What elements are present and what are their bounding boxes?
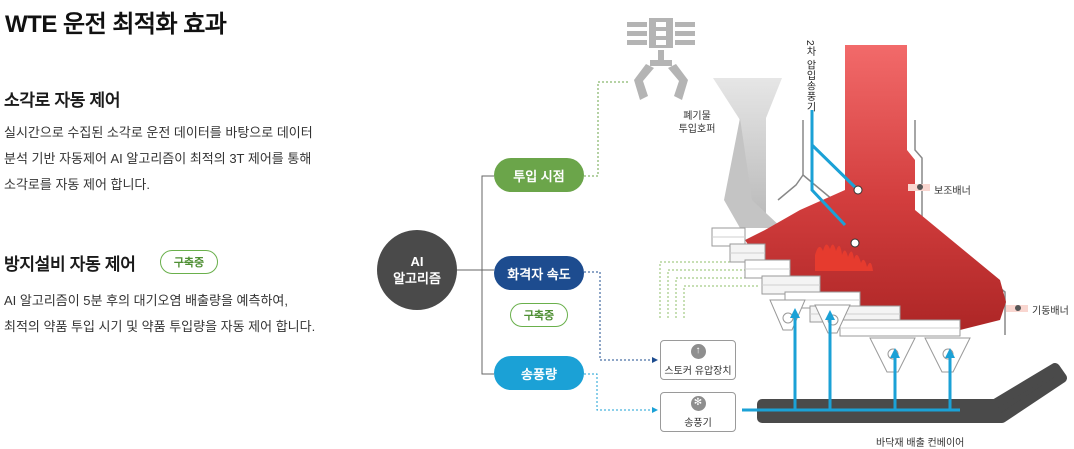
blower-device: ✻ 송풍기 (660, 392, 736, 432)
start-burner-icon (1006, 305, 1028, 312)
nozzle-icons (850, 185, 863, 248)
prevention-section-body: AI 알고리즘이 5분 후의 대기오염 배출량을 예측하여, 최적의 약품 투입… (4, 288, 315, 340)
ai-node-line-2: 알고리즘 (393, 271, 441, 286)
dotted-leaders (584, 81, 760, 411)
ai-algorithm-node: AI 알고리즘 (377, 230, 457, 310)
hopper-label-line-2: 투입호퍼 (678, 124, 716, 135)
stoker-hydraulic-device: ↑ 스토커 유압장치 (660, 340, 736, 380)
incinerator-section-body: 실시간으로 수집된 소각로 운전 데이터를 바탕으로 데이터 분석 기반 자동제… (4, 120, 313, 198)
ai-connector-lines (457, 175, 494, 375)
incinerator-line-3: 소각로를 자동 제어 합니다. (4, 177, 151, 192)
incinerator-line-2: 분석 기반 자동제어 AI 알고리즘이 최적의 3T 제어를 통해 (4, 151, 312, 166)
stoker-label: 스토커 유압장치 (664, 365, 732, 377)
ai-node-line-1: AI (410, 254, 424, 269)
incinerator-line-1: 실시간으로 수집된 소각로 운전 데이터를 바탕으로 데이터 (4, 125, 313, 140)
prevention-status-badge: 구축중 (160, 250, 218, 274)
page-title: WTE 운전 최적화 효과 (5, 11, 227, 38)
blower-label: 송풍기 (684, 417, 712, 429)
furnace-body (745, 45, 1006, 330)
prevention-section-title: 방지설비 자동 제어 (4, 255, 136, 274)
hopper-chute (724, 118, 782, 228)
air-pipes (742, 110, 960, 412)
grate-speed-node: 화격자 속도 (494, 256, 584, 290)
arrowhead-grate (652, 357, 658, 363)
air-volume-node: 송풍량 (494, 356, 584, 390)
start-burner-label: 기동배너 (1032, 306, 1069, 317)
prevention-line-2: 최적의 약품 투입 시기 및 약품 투입량을 자동 제어 합니다. (4, 319, 316, 334)
fan-icon: ✻ (690, 395, 706, 411)
arrow-up-icon: ↑ (690, 343, 706, 359)
aux-burner-icon (908, 184, 930, 191)
conveyor-label: 바닥재 배출 컨베이어 (876, 438, 965, 449)
aux-burner-label: 보조배너 (934, 186, 971, 197)
hopper-label: 폐기물 투입호퍼 (676, 110, 718, 136)
feed-timing-node: 투입 시점 (494, 158, 584, 192)
air-pipe-arrows (790, 308, 955, 358)
grate-status-badge: 구축중 (510, 303, 568, 327)
bottom-ash-conveyor (757, 363, 1067, 423)
flame-icon (815, 244, 873, 271)
hopper-label-line-1: 폐기물 (683, 111, 711, 122)
prevention-line-1: AI 알고리즘이 5분 후의 대기오염 배출량을 예측하여, (4, 293, 288, 308)
crane-grab-icon (627, 18, 695, 100)
arrowhead-blower (652, 407, 658, 413)
waste-hopper (713, 78, 782, 225)
secondary-air-label: 2차 압입송풍기 (804, 40, 815, 113)
incinerator-section-title: 소각로 자동 제어 (4, 91, 121, 110)
